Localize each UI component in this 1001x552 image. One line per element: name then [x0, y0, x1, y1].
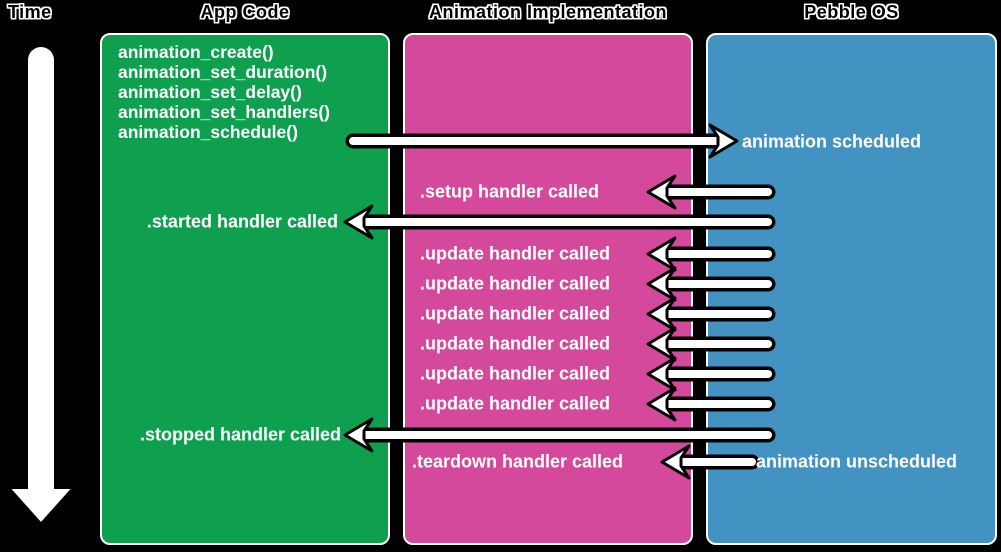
time-axis-label: Time — [8, 2, 52, 22]
app-code-lane — [100, 33, 390, 545]
function-call: animation_create() — [118, 42, 274, 62]
animation-unscheduled-label: animation unscheduled — [756, 451, 958, 472]
update-handler-label: .update handler called — [420, 243, 611, 264]
time-axis-arrow — [5, 43, 77, 527]
stopped-handler-label: .stopped handler called — [139, 424, 341, 445]
update-handler-label: .update handler called — [420, 393, 611, 414]
update-handler-label: .update handler called — [420, 303, 611, 324]
app-code-function-list: animation_create() animation_set_duratio… — [118, 42, 330, 142]
update-handler-label: .update handler called — [420, 273, 611, 294]
column-header-pebble-os: Pebble OS — [804, 2, 899, 22]
function-call: animation_set_duration() — [118, 62, 328, 82]
animation-implementation-lane — [403, 33, 693, 545]
update-handler-label: .update handler called — [420, 363, 611, 384]
teardown-handler-label: .teardown handler called — [412, 451, 624, 472]
function-call: animation_set_handlers() — [118, 102, 330, 122]
update-handler-label: .update handler called — [420, 333, 611, 354]
function-call: animation_set_delay() — [118, 82, 302, 102]
column-header-app-code: App Code — [200, 2, 290, 22]
column-header-animation-implementation: Animation Implementation — [428, 2, 667, 22]
started-handler-label: .started handler called — [146, 211, 338, 232]
function-call: animation_schedule() — [118, 122, 298, 142]
animation-scheduled-label: animation scheduled — [742, 131, 922, 152]
setup-handler-label: .setup handler called — [420, 181, 600, 202]
